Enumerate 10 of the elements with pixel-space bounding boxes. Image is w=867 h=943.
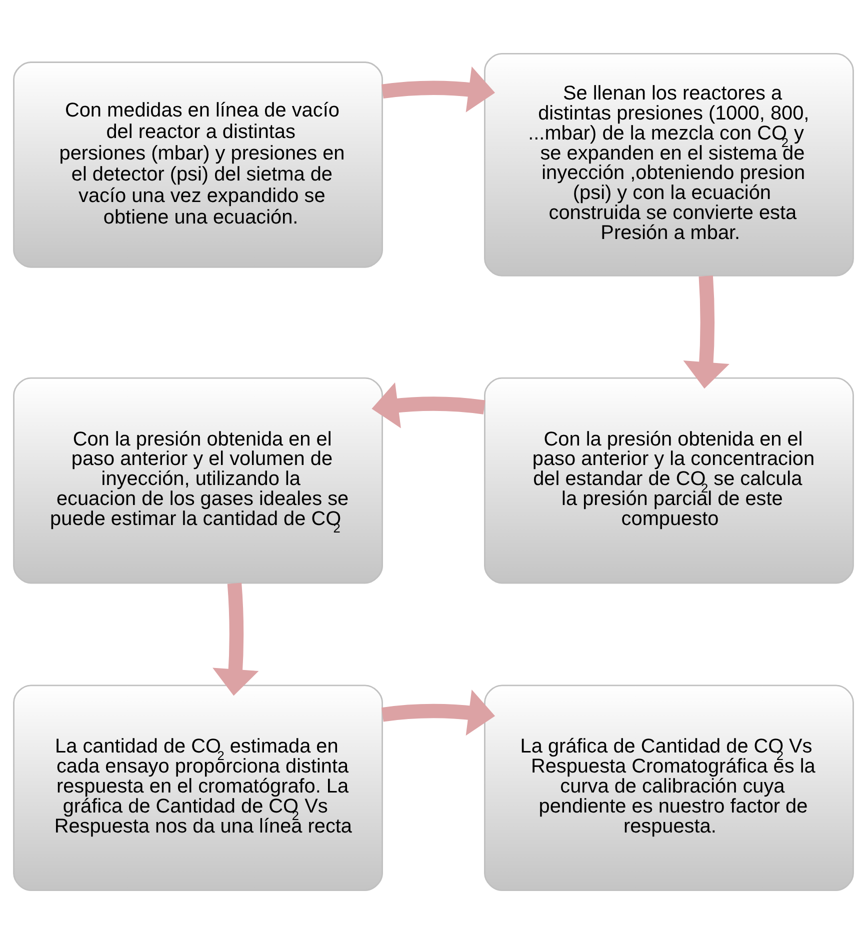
arrow [372, 382, 486, 428]
node-box: La gráfica de Cantidad de CO$_{2}$ Vs Respuesta Cromatográfica es la curva de calibración cuya pendiente es nuestro factor de respuesta. [484, 684, 854, 891]
arrow [382, 66, 496, 112]
arrow [212, 582, 259, 696]
node-box: La cantidad de CO$_{2}$ estimada en cada ensayo proporciona distinta respuesta en el cromatógrafo. La gráfica de Cantidad de CO$_{2}$ Vs Respuesta nos da una línea recta [13, 684, 383, 891]
node-box: Con medidas en línea de vacío del reactor a distintas persiones (mbar) y presiones en el detector (psi) del sietma de vacío una vez expandido se obtiene una ecuación. [13, 61, 383, 268]
arrow [382, 689, 496, 736]
arrow [683, 275, 730, 388]
node-box: Con la presión obtenida en el paso anterior y la concentracion del estandar de CO$_{2}$ se calcula la presión parcial de este compuesto [484, 376, 854, 584]
node-box: Se llenan los reactores a distintas presiones (1000, 800, ...mbar) de la mezcla con CO$_{2}$ y se expanden en el sistema de inyección ,obteniendo presion (psi) y con la ecuación construida se convierte esta Presión a mbar. [484, 52, 854, 276]
